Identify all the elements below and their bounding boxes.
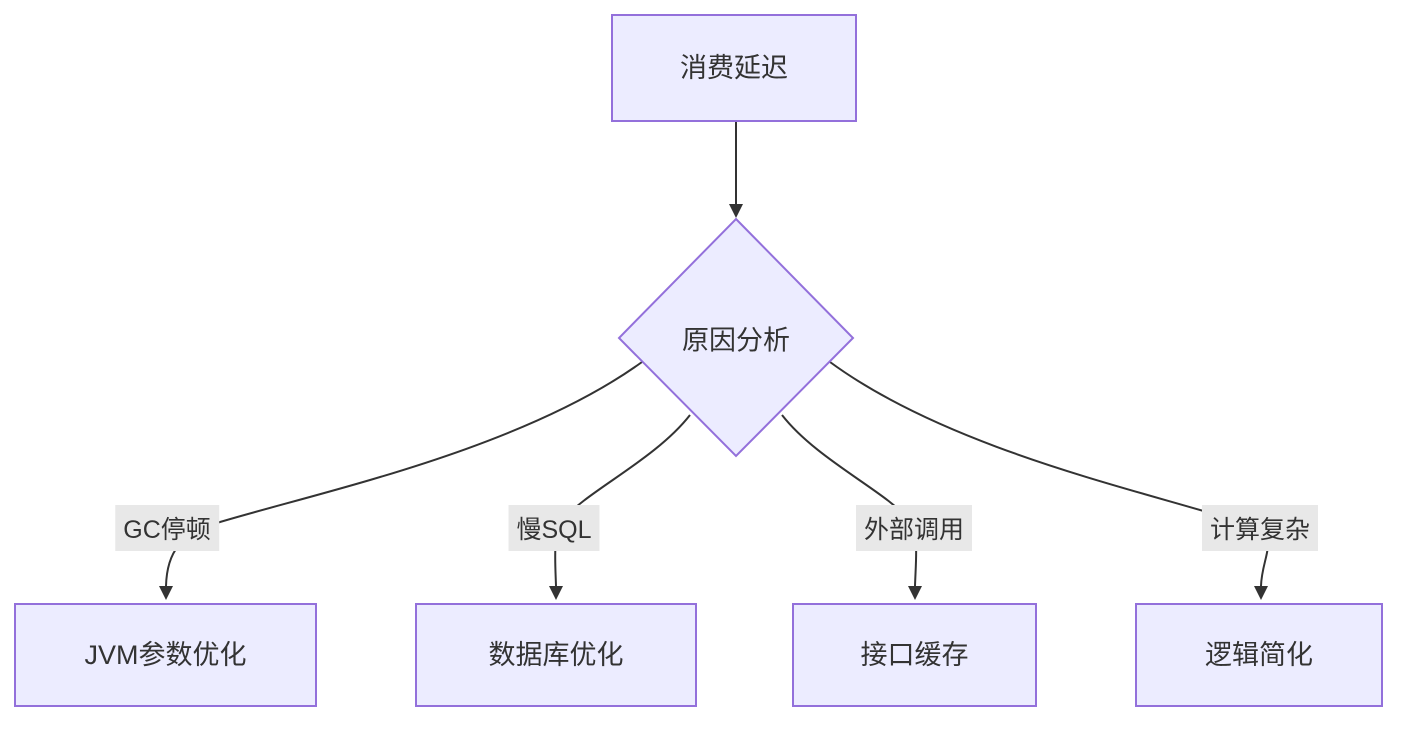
decision-diamond-shape [617,217,855,458]
arrowhead-db [549,586,563,600]
node-database-optimization: 数据库优化 [415,603,697,707]
arrowhead-jvm [159,586,173,600]
node-cause-analysis: 原因分析 [682,319,790,358]
node-logic-simplification: 逻辑简化 [1135,603,1383,707]
node-jvm-tuning: JVM参数优化 [14,603,317,707]
edge-analysis-logic [829,361,1269,587]
edge-label-complex-computation-text: 计算复杂 [1209,516,1311,544]
node-interface-cache: 接口缓存 [792,603,1037,707]
node-cause-analysis-label: 原因分析 [682,325,790,356]
node-interface-cache-label: 接口缓存 [860,639,969,670]
arrowhead-logic [1254,586,1268,600]
edge-analysis-cache [781,414,918,587]
node-logic-simplification-label: 逻辑简化 [1205,639,1313,670]
edge-label-external-call-text: 外部调用 [863,516,965,544]
edge-analysis-jvm [165,361,643,587]
node-consumption-delay-label: 消费延迟 [680,52,788,83]
node-jvm-tuning-label: JVM参数优化 [84,639,247,670]
edge-label-slow-sql-text: 慢SQL [516,516,592,544]
edge-label-gc-pause-text: GC停顿 [123,516,211,544]
node-consumption-delay: 消费延迟 [611,14,857,122]
arrowhead-analysis [729,204,743,218]
edge-label-gc-pause: GC停顿 [115,505,219,551]
edge-analysis-db [554,414,691,587]
edge-label-slow-sql: 慢SQL [508,505,600,551]
arrowhead-cache [908,586,922,600]
edge-label-complex-computation: 计算复杂 [1201,505,1319,551]
edge-label-external-call: 外部调用 [855,505,973,551]
node-database-optimization-label: 数据库优化 [488,639,624,670]
